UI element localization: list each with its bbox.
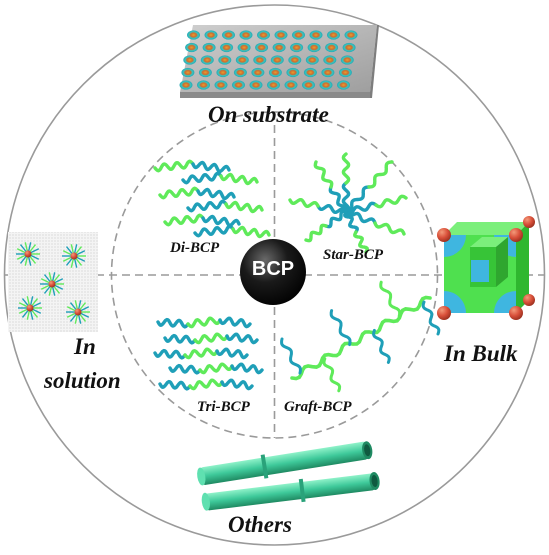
label-star-bcp: Star-BCP: [323, 247, 384, 263]
label-on-substrate: On substrate: [208, 102, 329, 127]
polymer-chains: [153, 152, 441, 393]
label-in-solution-line2: solution: [44, 368, 121, 393]
label-in-bulk: In Bulk: [444, 341, 518, 366]
bcp-center-disc: [240, 239, 306, 305]
center-label: BCP: [251, 258, 295, 280]
substrate-illustration: [179, 25, 379, 98]
label-others: Others: [228, 512, 292, 537]
label-graft-bcp: Graft-BCP: [284, 399, 352, 415]
others-tubes-illustration: [197, 441, 380, 511]
solution-illustration: [8, 232, 98, 332]
label-tri-bcp: Tri-BCP: [197, 399, 250, 415]
bulk-cube-illustration: [437, 216, 535, 320]
label-in-solution-line1: In: [74, 334, 96, 359]
label-di-bcp: Di-BCP: [170, 240, 220, 256]
outer-circle: [3, 4, 546, 546]
